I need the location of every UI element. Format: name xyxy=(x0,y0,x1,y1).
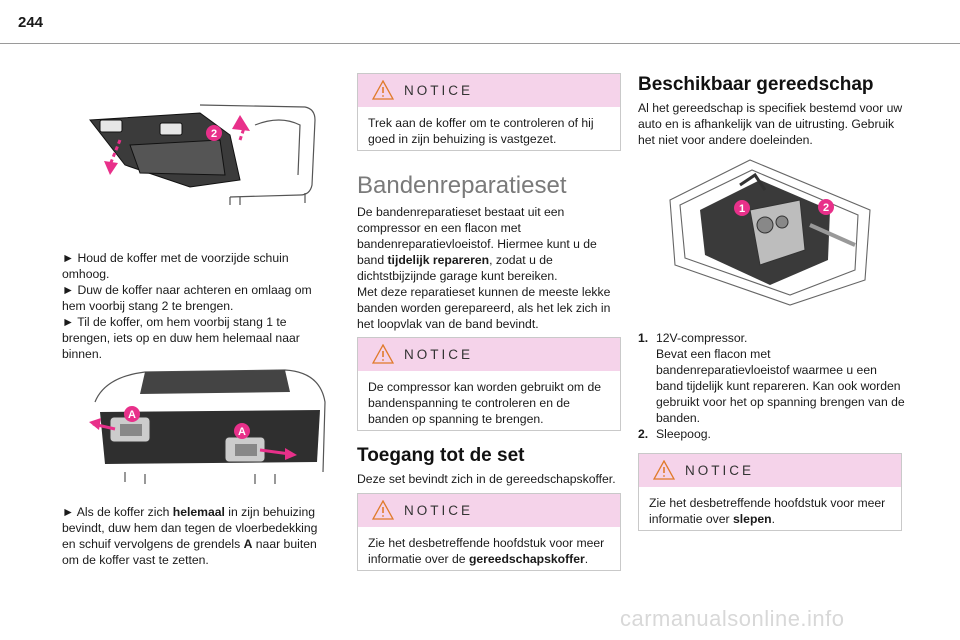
heading-beschikbaar: Beschikbaar gereedschap xyxy=(638,74,874,95)
fig3-label-1: 1 xyxy=(739,203,745,215)
fig1-label-2: 2 xyxy=(211,128,217,140)
step-3: ► Til de koffer, om hem voorbij stang 1 … xyxy=(62,315,300,361)
notice-text: Trek aan de koffer om te controleren of … xyxy=(368,116,594,146)
notice-text: Zie het desbetreffende hoofdstuk voor me… xyxy=(649,496,886,526)
page-number: 244 xyxy=(18,14,44,31)
notice-box-1: NOTICE Trek aan de koffer om te controle… xyxy=(357,73,621,151)
tool-item-2: 2. Sleepoog. xyxy=(638,427,711,441)
notice-text: De compressor kan worden gebruikt om de … xyxy=(368,380,602,426)
left-step-4: ► Als de koffer zich helemaal in zijn be… xyxy=(62,505,318,567)
notice-title: NOTICE xyxy=(685,463,755,478)
heading-bandenreparatieset: Bandenreparatieset xyxy=(357,172,567,199)
tool-item-1: 1. 12V-compressor. Bevat een flacon met … xyxy=(638,331,905,425)
warning-icon xyxy=(372,80,394,100)
notice-header: NOTICE xyxy=(639,454,901,487)
notice-title: NOTICE xyxy=(404,83,474,98)
notice-title: NOTICE xyxy=(404,347,474,362)
notice-box-2: NOTICE De compressor kan worden gebruikt… xyxy=(357,337,621,431)
watermark: carmanualsonline.info xyxy=(620,606,845,631)
notice-box-4: NOTICE Zie het desbetreffende hoofdstuk … xyxy=(638,453,902,531)
fig2-label-a2: A xyxy=(238,426,246,438)
para-intro: Al het gereedschap is specifiek bestemd … xyxy=(638,101,903,147)
fig3-label-2: 2 xyxy=(823,202,829,214)
notice-box-3: NOTICE Zie het desbetreffende hoofdstuk … xyxy=(357,493,621,571)
notice-header: NOTICE xyxy=(358,494,620,527)
warning-icon xyxy=(653,460,675,480)
illustration-toolkit: 1 2 xyxy=(669,159,871,306)
illustration-trunk-latches: A A xyxy=(89,369,326,484)
notice-text: Zie het desbetreffende hoofdstuk voor me… xyxy=(368,536,605,566)
warning-icon xyxy=(372,344,394,364)
para-bandenreparatieset: De bandenreparatieset bestaat uit een co… xyxy=(357,205,611,331)
notice-title: NOTICE xyxy=(404,503,474,518)
notice-header: NOTICE xyxy=(358,74,620,107)
para-toegang: Deze set bevindt zich in de gereedschaps… xyxy=(357,472,616,486)
warning-icon xyxy=(372,500,394,520)
step-2: ► Duw de koffer naar achteren en omlaag … xyxy=(62,283,312,313)
illustration-trunk-tilt: 2 xyxy=(89,104,316,205)
tool-list: 1. 12V-compressor. Bevat een flacon met … xyxy=(638,330,906,442)
step-1: ► Houd de koffer met de voorzijde schuin… xyxy=(62,251,289,281)
left-steps-block: ► Houd de koffer met de voorzijde schuin… xyxy=(62,250,334,362)
header-rule xyxy=(0,43,960,44)
heading-toegang: Toegang tot de set xyxy=(357,445,525,466)
fig2-label-a1: A xyxy=(128,409,136,421)
notice-header: NOTICE xyxy=(358,338,620,371)
